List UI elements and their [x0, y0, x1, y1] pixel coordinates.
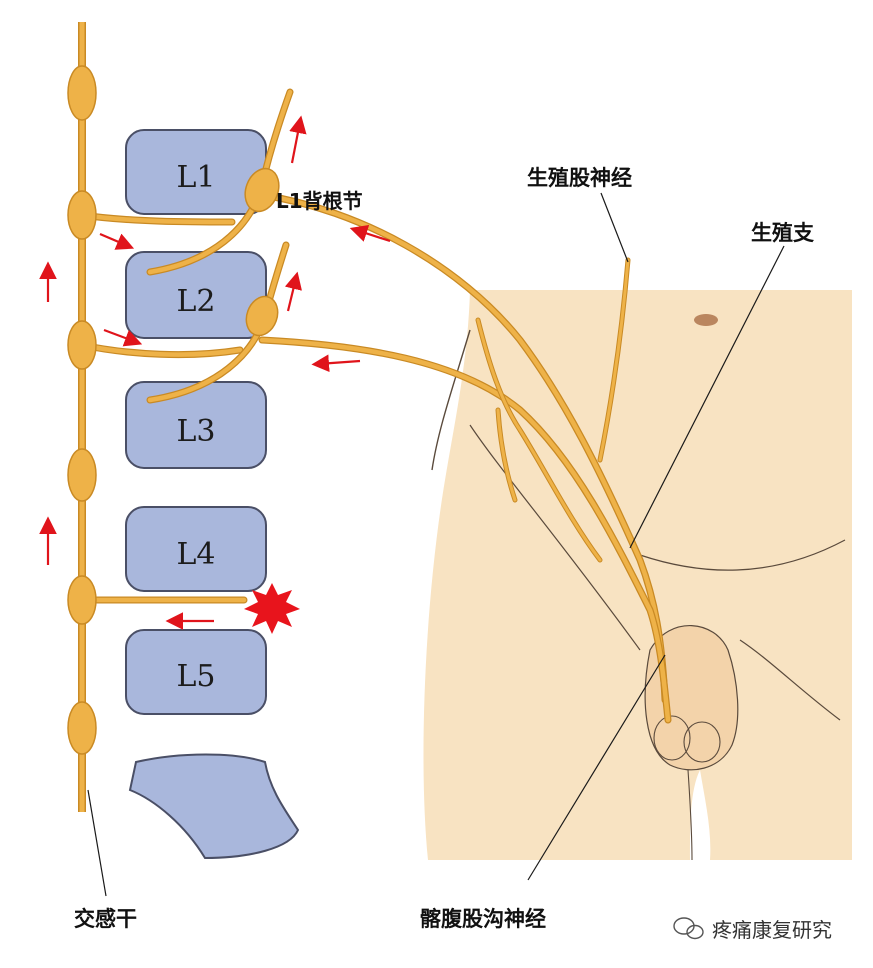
testis-left	[653, 715, 691, 761]
leader-lines	[87, 192, 785, 897]
groin-fold-left	[469, 424, 641, 651]
vertebra-labels: L1 L2 L3 L4 L5	[176, 160, 215, 694]
vertebra-l3	[125, 381, 267, 469]
arrow-right-icon	[99, 232, 135, 250]
right-thigh-line	[739, 639, 841, 721]
vertebra-label-l3: L3	[176, 414, 215, 449]
torso-skin	[423, 290, 852, 860]
vertebra-label-l4: L4	[176, 537, 215, 572]
leader-ilioinguinal	[527, 654, 666, 881]
trunk-ganglion-5	[67, 575, 97, 625]
watermark-text: 疼痛康复研究	[712, 918, 832, 942]
vertebra-label-l1: L1	[176, 160, 215, 195]
vertebra-l4	[125, 506, 267, 592]
navel	[694, 314, 718, 326]
leader-sympathetic-trunk	[87, 789, 107, 897]
sympathetic-trunk	[67, 22, 97, 812]
wechat-icon	[673, 917, 704, 940]
l2-dorsal-root-ganglion	[245, 295, 279, 337]
body-outline	[423, 290, 852, 861]
abdomen-curve	[639, 539, 846, 571]
trunk-ganglion-3	[67, 320, 97, 370]
direction-arrows	[39, 115, 391, 630]
arrow-up-icon	[284, 271, 302, 312]
testis-right	[683, 721, 721, 763]
trunk-ganglion-6	[67, 701, 97, 755]
vertebra-l5	[125, 629, 267, 715]
genital-outline	[644, 625, 739, 771]
sacrum	[128, 753, 300, 860]
pain-burst-icon	[244, 583, 300, 634]
trunk-ganglion-4	[67, 448, 97, 502]
label-genitofemoral-nerve: 生殖股神经	[527, 166, 632, 190]
arrow-right-icon	[103, 328, 143, 347]
arrow-up-icon	[289, 115, 307, 164]
arrow-left-icon	[311, 354, 361, 372]
l1-dorsal-root-ganglion	[244, 167, 280, 213]
vertebra-label-l2: L2	[176, 284, 215, 319]
label-ilioinguinal-nerve: 髂腹股沟神经	[420, 907, 546, 931]
label-genital-branch: 生殖支	[751, 221, 815, 245]
arrow-left-icon	[349, 225, 391, 243]
label-l1-dorsal-root-ganglion: L1背根节	[276, 189, 363, 213]
label-sympathetic-trunk: 交感干	[74, 907, 137, 931]
hip-line-left	[431, 329, 471, 471]
vertebrae-group	[125, 129, 300, 860]
vertebra-l2	[125, 251, 267, 339]
watermark: 疼痛康复研究	[673, 917, 832, 942]
leader-genitofemoral	[600, 192, 629, 263]
trunk-ganglion-2	[67, 190, 97, 240]
dorsal-root-ganglia	[244, 167, 280, 337]
vertebra-label-l5: L5	[176, 659, 215, 694]
leader-genital-branch	[629, 245, 785, 549]
trunk-ganglion-1	[67, 65, 97, 121]
inner-thigh-line	[687, 769, 693, 861]
